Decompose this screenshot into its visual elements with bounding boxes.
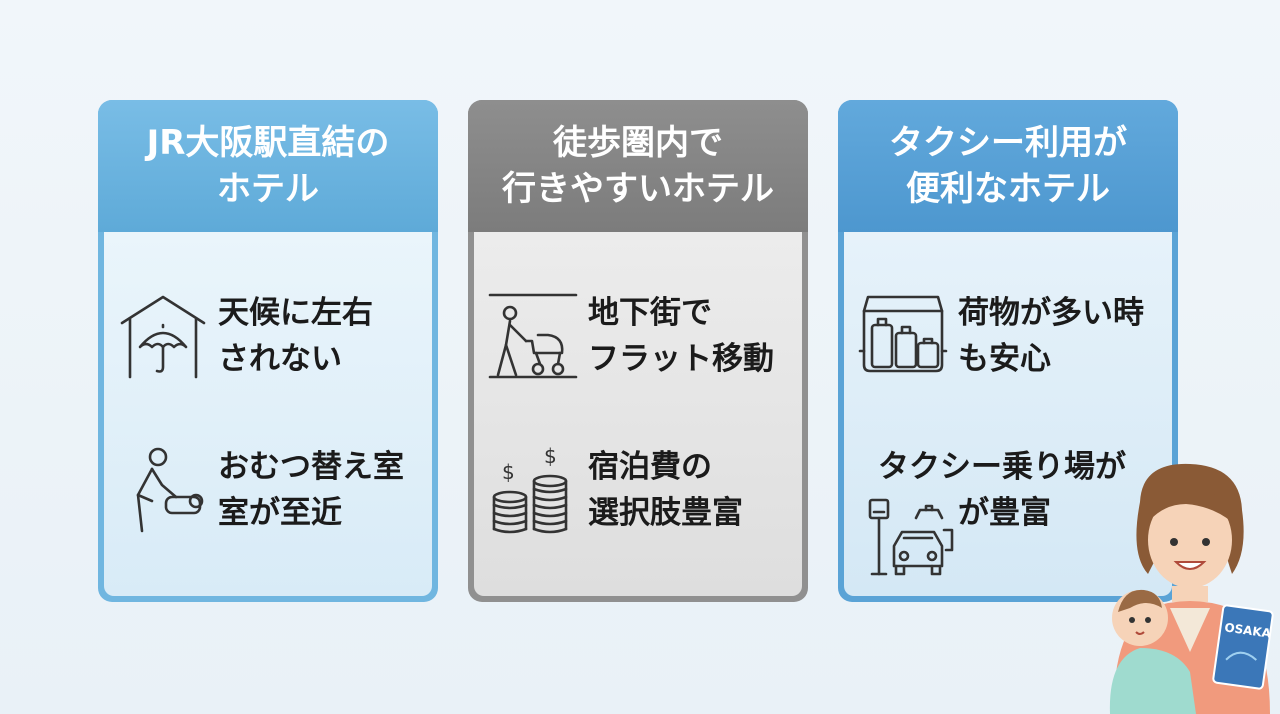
feature-weather: 天候に左右 されない [118,290,373,382]
mother-baby-illustration: OSAKA [1109,463,1274,714]
umbrella-shelter-icon [120,295,206,379]
feature-text: 天候に左右 されない [218,295,373,377]
feature-luggage: 荷物が多い時 も安心 [858,290,1144,382]
feature-text: おむつ替え室 室が至近 [218,449,404,531]
book-label: OSAKA [1224,620,1273,640]
feature-underground: 地下街で フラット移動 [488,290,774,382]
svg-text:$: $ [502,460,515,484]
card-walking-distance: 徒歩圏内で 行きやすいホテル 地下街で フラット移動 $ $ [468,100,808,602]
feature-text: 地下街で フラット移動 [588,295,774,377]
feature-text: 宿泊費の 選択肢豊富 [588,449,743,531]
card-title: 徒歩圏内で 行きやすいホテル [468,100,808,232]
feature-price: $ $ 宿泊費の 選択肢豊富 [488,444,743,536]
feature-text: 荷物が多い時 も安心 [958,295,1144,377]
diaper-change-icon [136,447,204,533]
feature-text: タクシー乗り場が が豊富 [878,449,1126,531]
card-title: JR大阪駅直結の ホテル [98,100,438,232]
feature-diaper: おむつ替え室 室が至近 [118,444,404,536]
card-jr-osaka-direct: JR大阪駅直結の ホテル 天候に左右 されない おむつ替え室 室が至近 [98,100,438,602]
car-luggage-icon [858,295,948,373]
svg-text:$: $ [544,445,557,468]
feature-taxi-stand: タクシー乗り場が が豊富 [868,444,1126,580]
card-taxi-convenient: タクシー利用が 便利なホテル 荷物が多い時 も安心 [838,100,1178,602]
card-title: タクシー利用が 便利なホテル [838,100,1178,232]
coins-icon: $ $ [492,445,568,534]
card-body [104,232,432,596]
card-body [474,232,802,596]
stroller-walk-icon [488,293,578,379]
taxi-stand-icon [868,498,954,576]
